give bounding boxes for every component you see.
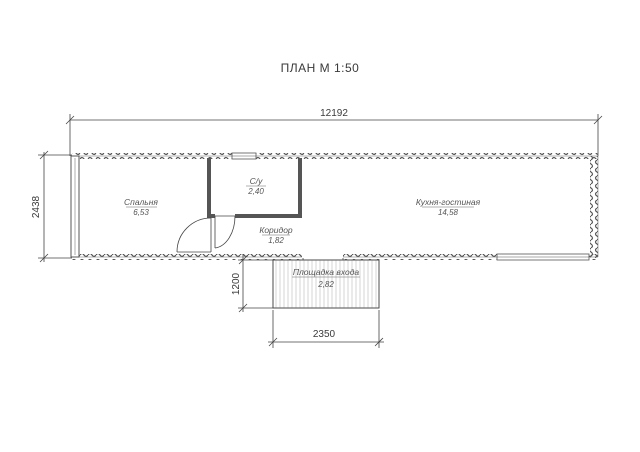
bathroom-door	[214, 215, 236, 249]
entrance-platform-area: 2,82	[317, 280, 334, 289]
porch-depth-label: 1200	[231, 272, 242, 295]
entrance-platform	[272, 259, 380, 309]
bedroom-area: 6,53	[133, 208, 149, 217]
porch-width-dimension	[268, 310, 384, 348]
length-dimension	[65, 114, 603, 156]
width-dimension	[38, 150, 72, 263]
entrance-opening	[302, 253, 343, 261]
bathroom-area: 2,40	[247, 187, 264, 196]
bedroom-door	[176, 217, 212, 253]
kitchen-living-area: 14,58	[438, 208, 459, 217]
plan-title: ПЛАН М 1:50	[281, 61, 360, 75]
length-dimension-label: 12192	[320, 108, 348, 119]
corridor-area: 1,82	[268, 236, 284, 245]
porch-width-label: 2350	[313, 329, 336, 340]
kitchen-window	[496, 253, 590, 261]
corridor-name: Коридор	[259, 225, 293, 235]
kitchen-living-name: Кухня-гостиная	[416, 197, 481, 207]
porch-depth-dimension	[238, 254, 273, 313]
bedroom-name: Спальня	[124, 197, 158, 207]
bathroom-window	[231, 152, 257, 160]
bathroom-name: С/у	[250, 176, 264, 186]
interior-partitions	[207, 158, 302, 218]
entrance-platform-name: Площадка входа	[293, 267, 360, 277]
width-dimension-label: 2438	[31, 195, 42, 218]
